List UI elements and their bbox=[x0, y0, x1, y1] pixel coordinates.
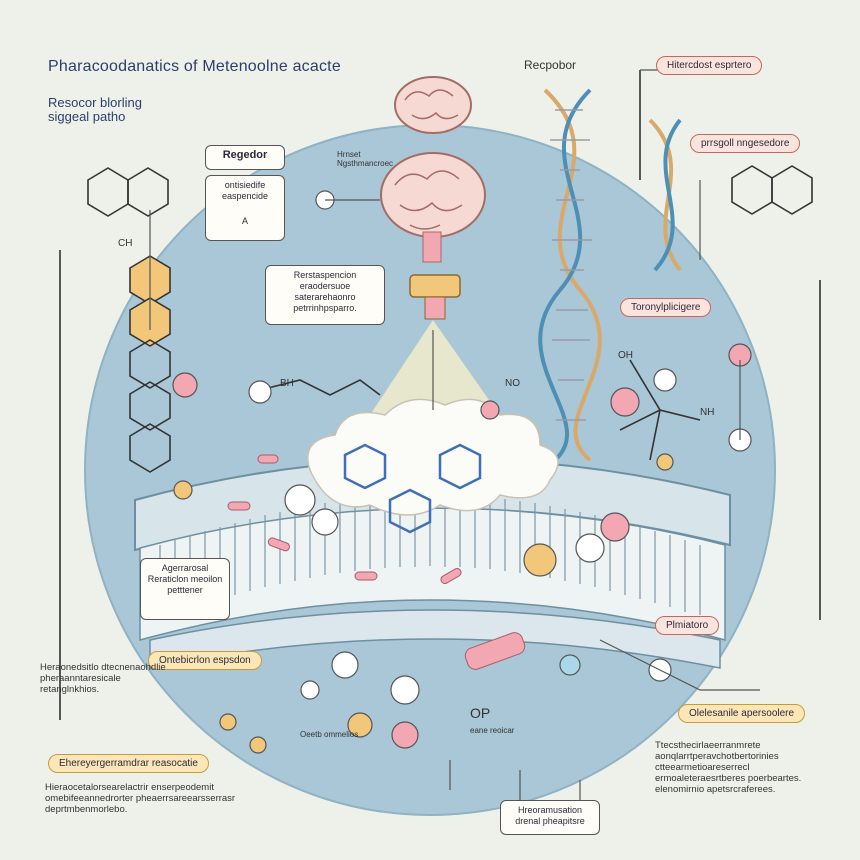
bottom-center-label: OP bbox=[470, 705, 491, 721]
subtitle-line-1: Resocor blorling bbox=[48, 95, 142, 110]
brain-icon bbox=[380, 76, 486, 263]
callout-mid-right: Toronylplicigere bbox=[620, 298, 712, 317]
page-title: Pharacoodanatics of Metenoolne acacte bbox=[48, 58, 341, 75]
ch-label: CH bbox=[118, 238, 133, 249]
callout-pink-right: prrsgoll nngesedore bbox=[690, 134, 801, 153]
bh-label: BH bbox=[280, 378, 294, 389]
bottom-box: Hreoramusation drenal pheapitsre bbox=[500, 800, 600, 835]
receptor-box: ontisiedife easpencide A bbox=[205, 175, 285, 241]
ligand-cloud bbox=[307, 398, 559, 534]
subtitle-line-2: siggeal patho bbox=[48, 109, 126, 124]
callout-center-box: Rerstaspencion eraodersuoe saterarehaonr… bbox=[265, 265, 385, 325]
capsule-shapes bbox=[227, 454, 526, 670]
small-center-bottom: Oeetb ommelios bbox=[300, 730, 359, 739]
callout-left-pill: Ontebicrlon espsdon bbox=[148, 651, 262, 670]
note-right: Ttecsthecirlaeerranmrete aonqlarrtperavc… bbox=[655, 740, 802, 795]
receptor-top-label: Recpobor bbox=[524, 58, 577, 72]
callout-center-small: Hrnset Ngsthmancroec bbox=[337, 150, 394, 168]
note-left: Heraonedsitlo dtecnenaohdlie pheraanntar… bbox=[40, 662, 166, 695]
ne-label: NO bbox=[505, 378, 520, 389]
bottom-center-small: eane reoicar bbox=[470, 726, 515, 735]
oh-label: OH bbox=[618, 350, 633, 361]
callout-bottom-right-pill: Olelesanile apersoolere bbox=[678, 704, 806, 723]
receptor-box-small: A bbox=[241, 216, 248, 226]
receptor-box-text: ontisiedife easpencide bbox=[221, 180, 269, 201]
callout-top-right: Hitercdost esprtero bbox=[656, 56, 763, 75]
callout-left-box: Agerrarosal Reraticlon meoilon petttener bbox=[140, 558, 230, 620]
receptor-box-title: Regedor bbox=[205, 145, 285, 170]
subtitle: Resocor blorling siggeal patho bbox=[48, 96, 168, 124]
callout-bottom-left-pill: Ehereyergerramdrar reasocatie bbox=[48, 754, 209, 773]
dna-icon bbox=[538, 88, 682, 462]
nh-label: NH bbox=[700, 407, 715, 418]
callout-right-pill: Plmiatoro bbox=[655, 616, 720, 635]
note-bottom-left: Hieraocetalorsearelactrir enserpeodemit … bbox=[45, 782, 236, 815]
